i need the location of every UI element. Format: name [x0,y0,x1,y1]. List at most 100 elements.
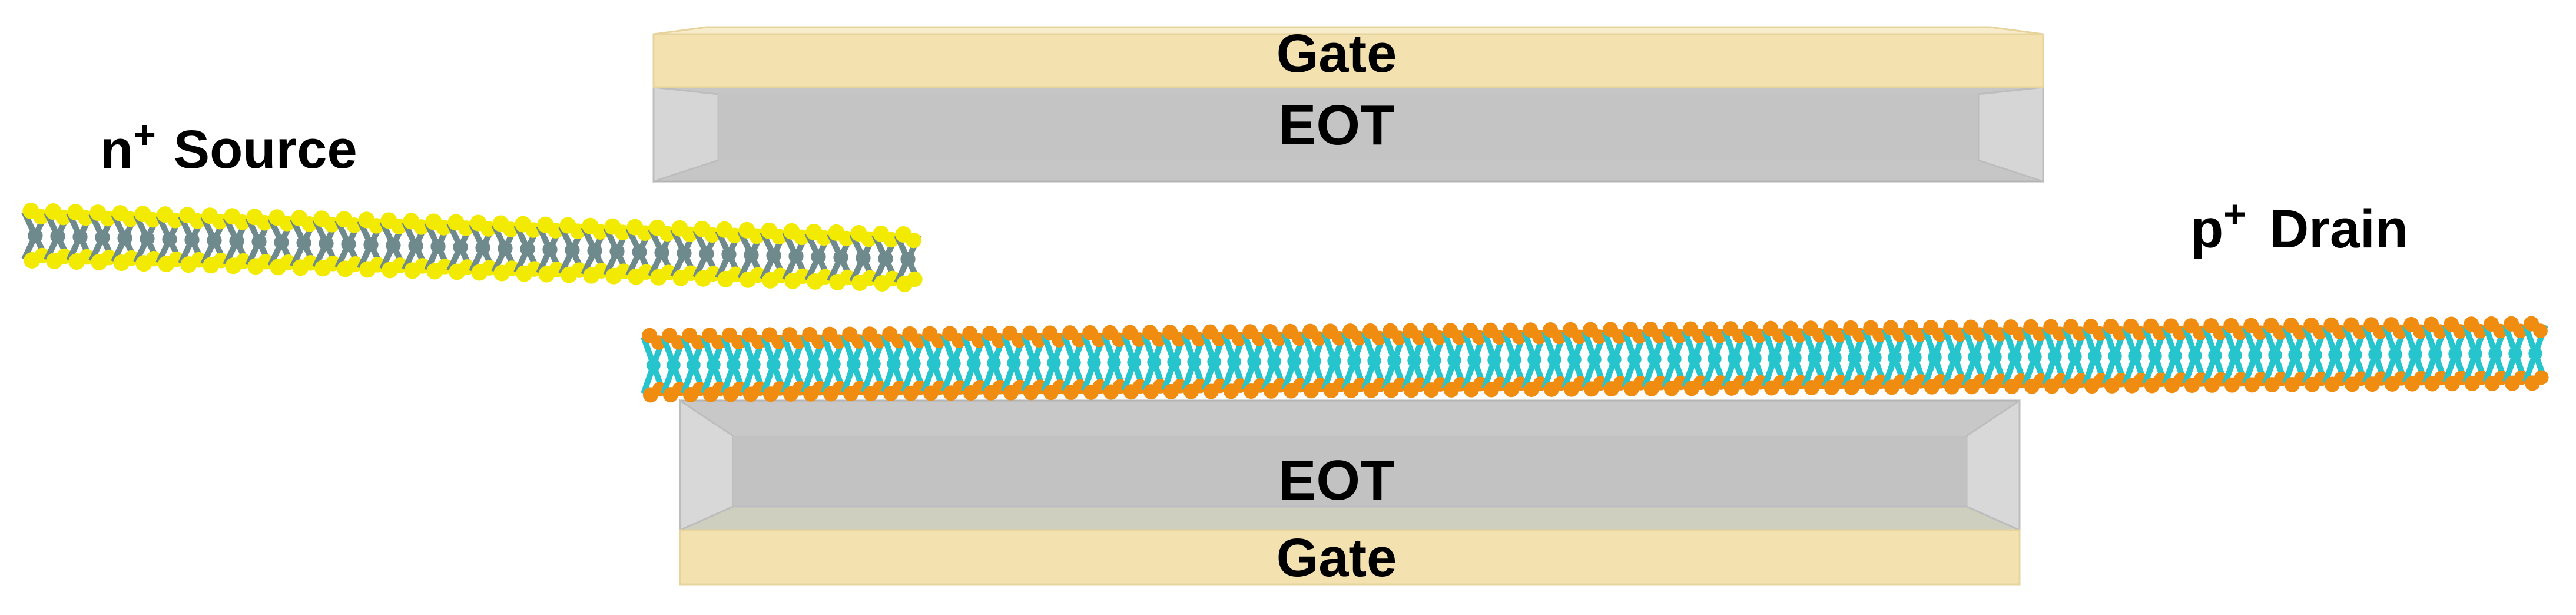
drain-unit [2522,316,2549,391]
drain-unit [1301,323,1328,399]
drain-metal-atom [1107,355,1121,369]
source-unit [334,211,363,277]
source-metal-atom [856,250,871,266]
drain-metal-atom [867,356,881,371]
top-gate-label: Gate [1277,24,1397,84]
drain-metal-atom [1768,351,1782,365]
drain-unit [1261,324,1288,399]
source-chalcogen-atom [57,248,72,264]
source-unit [849,224,878,291]
drain-unit [2402,316,2429,392]
source-chalcogen-atom [369,218,384,234]
drain-unit [1321,323,1348,399]
drain-metal-atom [1647,352,1662,366]
drain-unit [2182,318,2209,394]
drain-metal-atom [1287,354,1301,368]
drain-metal-atom [2408,347,2422,361]
source-chalcogen-atom [391,219,407,234]
drain-label: p+Drain [2190,192,2408,259]
source-chalcogen-atom [638,264,654,280]
source-chalcogen-atom [167,212,183,229]
source-chalcogen-atom [862,270,878,286]
drain-unit [1401,323,1428,398]
source-metal-atom [95,230,110,245]
source-chalcogen-atom [213,252,229,269]
source-chalcogen-atom [615,224,631,240]
source-chalcogen-atom [79,249,95,265]
drain-metal-atom [1928,350,1942,365]
drain-metal-atom [1007,356,1021,370]
source-unit [871,225,900,292]
source-chalcogen-atom [704,227,720,243]
source-metal-atom [72,229,88,244]
source-metal-atom [632,244,647,260]
drain-metal-atom [1587,352,1602,366]
source-metal-atom [453,239,468,255]
source-metal-atom [587,243,602,259]
source-unit [782,223,811,289]
drain-metal-atom [1547,352,1561,367]
drain-metal-atom [1327,354,1341,368]
drain-unit [2482,316,2509,391]
drain-metal-atom [707,358,721,372]
drain-metal-atom [1948,350,1962,364]
drain-unit [1421,323,1448,398]
bottom-gate-label: Gate [1277,528,1397,588]
drain-unit [701,327,727,402]
source-metal-atom [542,242,558,257]
source-unit [424,213,453,280]
drain-superscript: + [2223,192,2246,236]
drain-metal-atom [827,357,841,371]
drain-unit [2242,318,2269,393]
source-chalcogen-atom [168,251,184,267]
drain-metal-atom [2008,349,2022,364]
source-chalcogen-atom [280,254,296,270]
source-metal-atom [609,244,625,259]
source-chalcogen-atom [437,259,453,275]
source-unit [446,214,475,280]
source-unit [692,220,721,287]
source-unit [558,217,587,283]
source-unit [491,215,520,282]
drain-metal-atom [2128,349,2142,363]
source-chalcogen-atom [840,269,856,286]
source-chalcogen-atom [301,216,317,232]
drain-unit [1702,321,1728,396]
drain-unit [1842,320,1868,395]
drain-unit [961,326,987,401]
drain-unit [1501,322,1528,398]
source-chalcogen-atom [191,252,207,268]
source-chalcogen-atom [750,267,766,283]
source-chalcogen-atom [571,262,587,278]
bottom-gate-stack: EOT Gate [679,399,2021,588]
drain-unit [1201,324,1228,399]
drain-metal-atom [1507,353,1521,367]
drain-metal-atom [1307,354,1321,368]
drain-metal-atom [667,358,681,372]
drain-metal-atom [1147,355,1161,369]
source-chalcogen-atom [504,260,520,276]
source-chalcogen-atom [258,253,274,270]
drain-metal-atom [1567,352,1582,366]
source-chalcogen-atom [659,226,675,242]
drain-metal-atom [1527,352,1541,367]
drain-metal-atom [2388,347,2402,362]
drain-metal-atom [727,358,741,372]
source-chalcogen-atom [637,225,653,241]
source-metal-atom [50,229,65,244]
drain-metal-atom [1247,354,1261,369]
source-unit [178,207,207,273]
drain-unit [1642,321,1668,396]
source-chalcogen-atom [749,228,765,244]
source-chalcogen-atom [190,213,205,229]
drain-unit [1922,319,1948,395]
drain-metal-atom [1427,353,1441,368]
source-unit [290,210,319,276]
source-chalcogen-atom [78,210,94,226]
drain-metal-atom [2428,347,2442,361]
drain-unit [2442,316,2469,392]
source-chalcogen-atom [392,257,408,273]
bottom-gate-layer [679,529,2021,586]
source-chalcogen-atom [525,222,541,238]
source-metal-atom [677,246,692,261]
